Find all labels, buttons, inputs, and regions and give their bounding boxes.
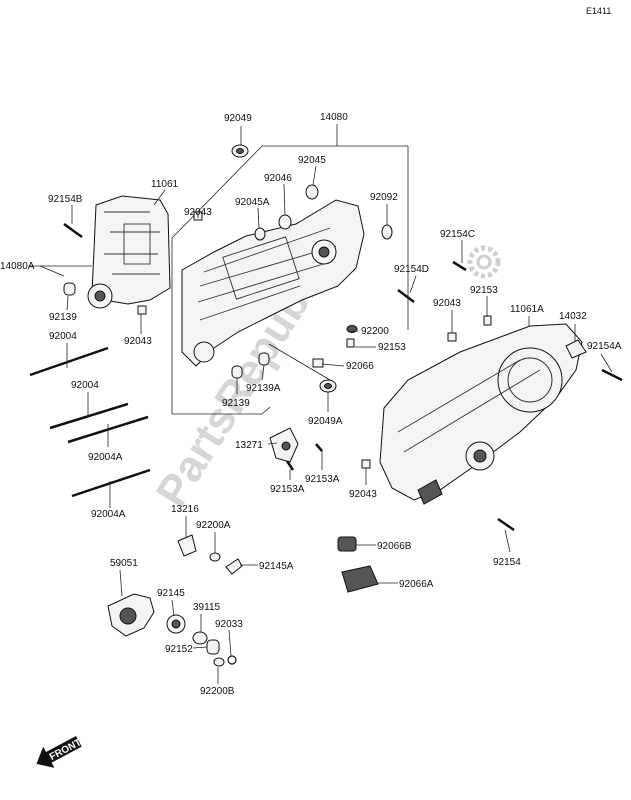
- circlip-92033-part[interactable]: [227, 655, 237, 665]
- label-92154c: 92154C: [440, 229, 475, 240]
- label-92004a-a: 92004A: [88, 452, 123, 463]
- stud-92004-b-part[interactable]: [49, 402, 129, 430]
- plug-92066-part[interactable]: [312, 358, 324, 368]
- left-crankcase-part[interactable]: [87, 195, 171, 309]
- label-92139: 92139: [222, 398, 250, 409]
- pin-92139a-part[interactable]: [258, 352, 270, 366]
- label-92153a-b: 92153A: [270, 484, 305, 495]
- label-92154a: 92154A: [587, 341, 622, 352]
- bearing-92045-part[interactable]: [305, 184, 319, 200]
- bolt-92145a-part[interactable]: [225, 558, 243, 575]
- front-arrow-icon: FRONT: [36, 736, 84, 768]
- label-92066: 92066: [346, 361, 374, 372]
- dowel-92200-part[interactable]: [346, 325, 358, 333]
- group-bracket-14080: [171, 145, 408, 415]
- label-92153a-a: 92153A: [305, 474, 340, 485]
- collar-92152-part[interactable]: [206, 639, 220, 655]
- label-92045: 92045: [298, 155, 326, 166]
- bolt-92153-b-part[interactable]: [346, 338, 355, 348]
- washer-92043-d-part[interactable]: [361, 459, 371, 469]
- bolt-92153a-a-part[interactable]: [315, 443, 323, 452]
- label-92043-a: 92043: [184, 207, 212, 218]
- bolt-92154a-part[interactable]: [601, 368, 623, 382]
- label-92004a-b: 92004A: [91, 509, 126, 520]
- bearing-92046-part[interactable]: [278, 214, 292, 230]
- label-92200: 92200: [361, 326, 389, 337]
- bolt-92153-a-part[interactable]: [483, 315, 492, 326]
- label-14080a: 14080A: [0, 261, 35, 272]
- cap-92066b-part[interactable]: [337, 536, 357, 552]
- stud-92004a-b-part[interactable]: [71, 468, 151, 498]
- washer-92200a-part[interactable]: [209, 552, 221, 562]
- label-59051: 59051: [110, 558, 138, 569]
- label-92049: 92049: [224, 113, 252, 124]
- clutch-cover-part[interactable]: [379, 323, 583, 505]
- washer-92043-b-part[interactable]: [137, 305, 147, 315]
- bolt-92154d-part[interactable]: [397, 289, 415, 303]
- label-92139a: 92139A: [246, 383, 281, 394]
- pin-92139-left-part[interactable]: [63, 282, 76, 296]
- label-92043-b: 92043: [124, 336, 152, 347]
- label-14080: 14080: [320, 112, 348, 123]
- label-92145a: 92145A: [259, 561, 294, 572]
- gear-39115-part[interactable]: [192, 631, 208, 645]
- seal-92049-part[interactable]: [231, 144, 249, 158]
- spring-92145-part[interactable]: [166, 614, 186, 634]
- label-92200b: 92200B: [200, 686, 235, 697]
- label-92049a: 92049A: [308, 416, 343, 427]
- svg-text:FRONT: FRONT: [48, 737, 84, 763]
- label-13216: 13216: [171, 504, 199, 515]
- kick-shaft-59051-part[interactable]: [107, 593, 155, 637]
- bearing-92045a-part[interactable]: [254, 227, 266, 241]
- label-92154: 92154: [493, 557, 521, 568]
- label-92045a: 92045A: [235, 197, 270, 208]
- label-92046: 92046: [264, 173, 292, 184]
- cap-92066a-part[interactable]: [341, 565, 379, 593]
- label-13271: 13271: [235, 440, 263, 451]
- label-92139-left: 92139: [49, 312, 77, 323]
- label-92153-a: 92153: [470, 285, 498, 296]
- page-ref: E1411: [586, 6, 611, 16]
- washer-92200b-part[interactable]: [213, 657, 225, 667]
- gear-watermark-icon: [467, 245, 501, 279]
- label-92092: 92092: [370, 192, 398, 203]
- label-11061a: 11061A: [510, 304, 544, 315]
- gasket-14032-part[interactable]: [565, 339, 587, 359]
- bolt-92153a-b-part[interactable]: [285, 460, 295, 471]
- label-92066b: 92066B: [377, 541, 412, 552]
- bolt-92154-part[interactable]: [497, 517, 515, 532]
- label-92153-b: 92153: [378, 342, 406, 353]
- label-92043-c: 92043: [433, 298, 461, 309]
- washer-92043-c-part[interactable]: [447, 332, 457, 342]
- seal-92049a-part[interactable]: [319, 379, 337, 393]
- crankcase-part[interactable]: [181, 199, 365, 367]
- plate-13271-part[interactable]: [269, 427, 299, 463]
- label-92033: 92033: [215, 619, 243, 630]
- label-92154d: 92154D: [394, 264, 429, 275]
- bolt-92154c-part[interactable]: [452, 260, 467, 272]
- label-92145: 92145: [157, 588, 185, 599]
- label-11061: 11061: [151, 179, 179, 190]
- label-92200a: 92200A: [196, 520, 231, 531]
- label-92004-a: 92004: [49, 331, 77, 342]
- label-14032: 14032: [559, 311, 587, 322]
- label-92152: 92152: [165, 644, 193, 655]
- pin-92139-part[interactable]: [231, 365, 243, 379]
- bolt-92154b-part[interactable]: [63, 222, 83, 239]
- label-92043-d: 92043: [349, 489, 377, 500]
- leader-lines: [30, 124, 613, 684]
- shaft-13216-part[interactable]: [177, 534, 197, 557]
- label-92004-b: 92004: [71, 380, 99, 391]
- bearing-92092-part[interactable]: [381, 224, 393, 240]
- label-92154b: 92154B: [48, 194, 83, 205]
- label-39115: 39115: [193, 602, 221, 613]
- stud-92004-a-part[interactable]: [29, 346, 109, 377]
- label-92066a: 92066A: [399, 579, 434, 590]
